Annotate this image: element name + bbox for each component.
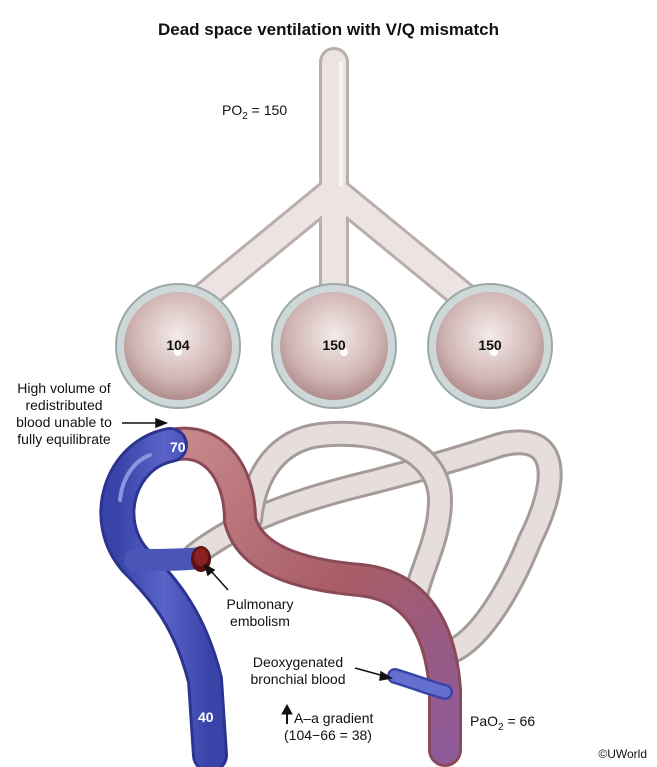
deoxygenated-vessel bbox=[99, 427, 228, 767]
capillary-loops bbox=[182, 420, 563, 665]
alveolus-left-value: 104 bbox=[166, 337, 190, 353]
po2-label: PO2 = 150 bbox=[222, 102, 288, 122]
high-volume-label: High volume of redistributed blood unabl… bbox=[16, 380, 112, 447]
alveolus-left bbox=[115, 283, 241, 409]
pao2-label: PaO2 = 66 bbox=[470, 713, 536, 733]
upper-vessel-value: 70 bbox=[170, 439, 186, 455]
redistributed-vessel bbox=[145, 426, 462, 767]
arrows bbox=[122, 417, 394, 681]
alveolus-middle-value: 150 bbox=[322, 337, 346, 353]
copyright-credit: ©UWorld bbox=[598, 747, 647, 761]
bronchial-vein bbox=[387, 668, 453, 700]
alveolus-right bbox=[427, 283, 553, 409]
deoxygenated-label: Deoxygenated bronchial blood bbox=[250, 654, 346, 687]
alveolus-middle bbox=[271, 283, 397, 409]
airway-tree bbox=[163, 47, 505, 333]
embolism-label: Pulmonary embolism bbox=[226, 596, 294, 629]
diagram-title: Dead space ventilation with V/Q mismatch bbox=[157, 20, 500, 39]
lower-vessel-value: 40 bbox=[198, 709, 214, 725]
increase-arrow-icon bbox=[281, 703, 293, 724]
alveolus-right-value: 150 bbox=[478, 337, 502, 353]
gradient-label: A–a gradient (104−66 = 38) bbox=[284, 710, 374, 743]
